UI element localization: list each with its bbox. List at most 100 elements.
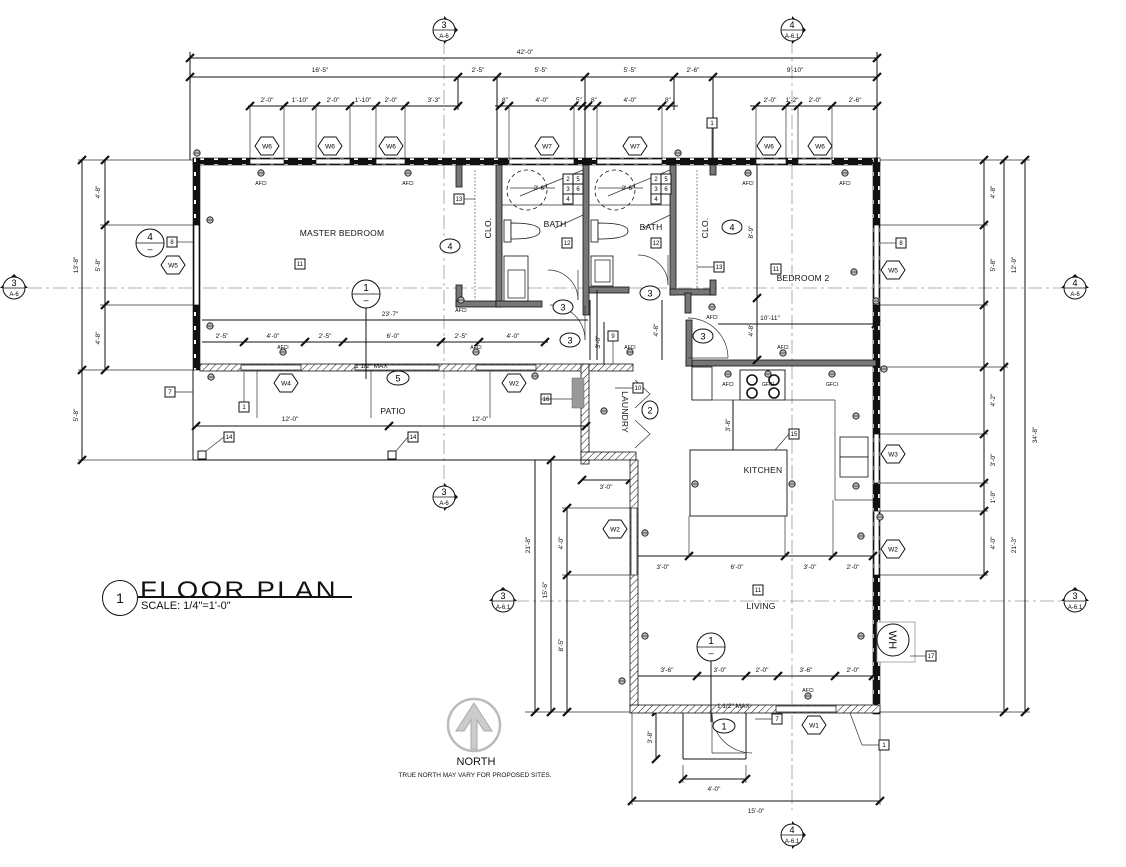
- room-kitchen: KITCHEN: [744, 465, 783, 475]
- title-underline: [138, 596, 352, 598]
- svg-text:7: 7: [168, 390, 172, 396]
- window-tag-w7: W7: [534, 136, 560, 156]
- water-heater: WH: [876, 621, 916, 663]
- svg-text:AFCI: AFCI: [455, 308, 466, 314]
- bath-note-grid-1: 2 5 3 6 4: [562, 173, 584, 205]
- svg-text:5": 5": [576, 97, 583, 104]
- bath-note-grid-2: 2 5 3 6 4: [650, 173, 672, 205]
- right-dimensions: 4'-8" 5'-8" 12'-9" 34'-8" 4'-2" 3'-0" 1'…: [880, 154, 1039, 718]
- patio-slab: 1 1/2" MAX 12'-0" 12'-0" 1 1/2" MAX: [190, 363, 592, 461]
- svg-text:3: 3: [11, 278, 16, 288]
- svg-text:5'-8": 5'-8": [990, 258, 997, 272]
- svg-text:1: 1: [882, 743, 886, 749]
- bath2-toilet: [590, 219, 629, 243]
- window-tag-w3: W3: [880, 444, 906, 464]
- svg-text:5'-8": 5'-8": [95, 258, 102, 272]
- svg-text:4: 4: [789, 825, 794, 835]
- svg-text:12: 12: [653, 241, 660, 247]
- svg-text:9'-10": 9'-10": [787, 67, 804, 74]
- svg-text:1'-9": 1'-9": [990, 490, 997, 504]
- window-tag-w5: W5: [160, 255, 186, 275]
- svg-text:4'-0": 4'-0": [558, 536, 565, 550]
- svg-text:3'-3": 3'-3": [428, 97, 442, 104]
- svg-text:10: 10: [635, 386, 642, 392]
- svg-text:W1: W1: [809, 723, 819, 730]
- svg-text:6'-0": 6'-0": [731, 564, 745, 571]
- svg-text:AFCI: AFCI: [722, 382, 733, 388]
- drawing-title: FLOOR PLAN: [140, 577, 338, 604]
- svg-text:3'-0": 3'-0": [714, 667, 728, 674]
- bath1-vanity: [503, 255, 529, 302]
- living-dimensions: 3'-0" 6'-0" 3'-0" 2'-0" 3'-6" 3'-0" 2'-0…: [638, 500, 879, 710]
- svg-text:4'-8": 4'-8": [748, 323, 755, 337]
- svg-text:AFCI: AFCI: [277, 345, 288, 351]
- svg-text:13: 13: [716, 265, 723, 271]
- svg-text:34'-8": 34'-8": [1032, 426, 1039, 443]
- svg-text:2'-0": 2'-0": [385, 97, 399, 104]
- svg-text:8: 8: [899, 241, 903, 247]
- svg-text:AFCI: AFCI: [706, 315, 717, 321]
- svg-text:W2: W2: [509, 381, 519, 388]
- section-marker-bottom: 4A-6.1: [780, 821, 806, 849]
- svg-text:2'-6": 2'-6": [849, 97, 863, 104]
- svg-text:1 1/2" MAX: 1 1/2" MAX: [355, 363, 388, 370]
- room-bath-2: BATH: [640, 222, 663, 232]
- svg-text:AFCI: AFCI: [470, 345, 481, 351]
- svg-text:A-6: A-6: [439, 501, 449, 507]
- svg-text:4'-0": 4'-0": [267, 333, 281, 340]
- window-tag-w6: W6: [756, 136, 782, 156]
- svg-text:AFCI: AFCI: [802, 688, 813, 694]
- svg-text:A-6.1: A-6.1: [1068, 605, 1083, 611]
- svg-text:2'-0": 2'-0": [261, 97, 275, 104]
- room-laundry: LAUNDRY: [620, 391, 630, 433]
- svg-text:4'-8": 4'-8": [990, 185, 997, 199]
- svg-text:W5: W5: [168, 263, 178, 270]
- svg-text:8": 8": [502, 97, 509, 104]
- section-marker-top-center: 3A-6: [432, 16, 458, 44]
- svg-text:6: 6: [576, 187, 580, 193]
- svg-text:16: 16: [543, 397, 550, 403]
- svg-text:3: 3: [441, 487, 446, 497]
- svg-text:3: 3: [567, 336, 572, 346]
- svg-text:2'-6": 2'-6": [622, 185, 636, 192]
- door-tag-3: 3: [559, 332, 581, 348]
- svg-text:1: 1: [710, 121, 714, 127]
- svg-text:12'-0": 12'-0": [472, 416, 489, 423]
- svg-text:4: 4: [566, 197, 570, 203]
- svg-text:5'-5": 5'-5": [535, 67, 549, 74]
- svg-text:2'-0": 2'-0": [756, 667, 770, 674]
- door-tags: 4 4 3 3 3 3 5 2 1: [386, 219, 743, 734]
- svg-text:3: 3: [647, 289, 652, 299]
- door-tag-3: 3: [692, 328, 714, 344]
- door-tag-3: 3: [639, 285, 661, 301]
- svg-text:2'-0": 2'-0": [764, 97, 778, 104]
- svg-text:3'-8": 3'-8": [647, 730, 654, 744]
- svg-text:4: 4: [447, 242, 452, 252]
- svg-text:W5: W5: [888, 268, 898, 275]
- window-tag-w2: W2: [501, 373, 527, 393]
- svg-text:A-6: A-6: [9, 292, 19, 298]
- svg-text:3'-0": 3'-0": [595, 335, 602, 349]
- leader-lines: [175, 128, 926, 746]
- svg-text:3: 3: [560, 303, 565, 313]
- room-bedroom-2: BEDROOM 2: [777, 273, 830, 283]
- window-tag-w2: W2: [880, 539, 906, 559]
- svg-text:5: 5: [576, 177, 580, 183]
- svg-text:1'-10": 1'-10": [292, 97, 309, 104]
- window-tag-w2: W2: [602, 519, 628, 539]
- svg-text:21'-8": 21'-8": [525, 536, 532, 553]
- exterior-walls: [192, 157, 881, 715]
- svg-text:3'-0": 3'-0": [600, 484, 614, 491]
- svg-text:4'-0": 4'-0": [708, 786, 722, 793]
- svg-text:8": 8": [665, 97, 672, 104]
- svg-text:2'-5": 2'-5": [216, 333, 230, 340]
- svg-text:11: 11: [773, 267, 780, 273]
- svg-text:W7: W7: [630, 144, 640, 151]
- svg-text:4'-8": 4'-8": [95, 331, 102, 345]
- bedroom2-dimensions: 10'-11" 8'-9" 4'-8" 4'-8" 3'-0": [595, 165, 882, 366]
- svg-text:–: –: [147, 244, 152, 254]
- svg-text:W6: W6: [386, 144, 396, 151]
- bath2-vanity: [590, 255, 614, 287]
- svg-text:3'-0": 3'-0": [657, 564, 671, 571]
- svg-text:4: 4: [147, 232, 153, 243]
